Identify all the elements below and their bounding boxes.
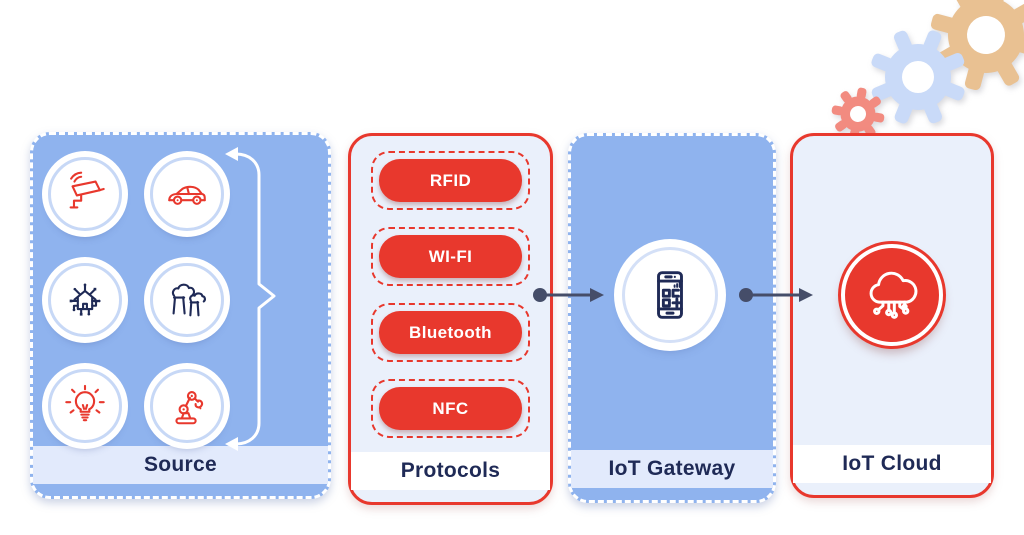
cloud-circuit-icon xyxy=(869,271,918,319)
source-panel-body xyxy=(33,135,328,451)
protocol-pill-wrap-nfc: NFC xyxy=(371,379,530,438)
gateway-badge xyxy=(622,247,718,343)
protocol-pill-wrap-bluetooth: Bluetooth xyxy=(371,303,530,362)
blue-gear-icon xyxy=(871,30,965,124)
protocol-pill-wifi: WI-FI xyxy=(379,235,522,278)
gateway-panel-body xyxy=(571,136,773,450)
protocols-panel-label: Protocols xyxy=(351,452,550,490)
protocols-panel-foot xyxy=(351,490,550,502)
source-panel: Source xyxy=(30,132,331,499)
protocol-pill-rfid: RFID xyxy=(379,159,522,202)
gears-decoration xyxy=(831,0,1024,141)
car-icon xyxy=(168,185,206,205)
factory-emissions-icon xyxy=(171,283,206,317)
protocol-pill-wrap-rfid: RFID xyxy=(371,151,530,210)
device-badge-robot-arm xyxy=(150,369,224,443)
grouping-brace-arrow xyxy=(225,147,276,451)
cloud-panel-foot xyxy=(793,483,991,495)
flow-arrow-gateway-to-cloud xyxy=(739,288,813,302)
smartphone-qr-icon xyxy=(657,271,683,319)
cloud-panel-label: IoT Cloud xyxy=(793,445,991,483)
light-bulb-icon xyxy=(65,384,105,422)
source-panel-label: Source xyxy=(33,446,328,484)
red-gear-icon xyxy=(831,87,885,141)
tan-gear-icon xyxy=(930,0,1024,91)
device-badge-light-bulb xyxy=(48,369,122,443)
cloud-panel: IoT Cloud xyxy=(790,133,994,498)
device-badge-car xyxy=(150,157,224,231)
protocols-panel: RFID WI-FI Bluetooth NFC Protocols xyxy=(348,133,553,505)
flow-arrow-protocols-to-gateway xyxy=(533,288,604,302)
protocol-pill-stack: RFID WI-FI Bluetooth NFC xyxy=(351,136,550,438)
gateway-panel-foot xyxy=(571,488,773,500)
cctv-camera-icon xyxy=(69,171,105,209)
smart-home-icon xyxy=(69,283,101,316)
robot-arm-icon xyxy=(175,391,204,425)
cloud-panel-body xyxy=(793,136,991,445)
gateway-panel-label: IoT Gateway xyxy=(571,450,773,488)
protocol-pill-bluetooth: Bluetooth xyxy=(379,311,522,354)
device-badge-factory xyxy=(150,263,224,337)
cloud-badge xyxy=(841,244,943,346)
protocols-panel-body: RFID WI-FI Bluetooth NFC xyxy=(351,136,550,452)
device-badge-smart-home xyxy=(48,263,122,337)
device-badge-cctv xyxy=(48,157,122,231)
protocol-pill-wrap-wifi: WI-FI xyxy=(371,227,530,286)
gateway-panel: IoT Gateway xyxy=(568,133,776,503)
protocol-pill-nfc: NFC xyxy=(379,387,522,430)
source-panel-foot xyxy=(33,484,328,496)
